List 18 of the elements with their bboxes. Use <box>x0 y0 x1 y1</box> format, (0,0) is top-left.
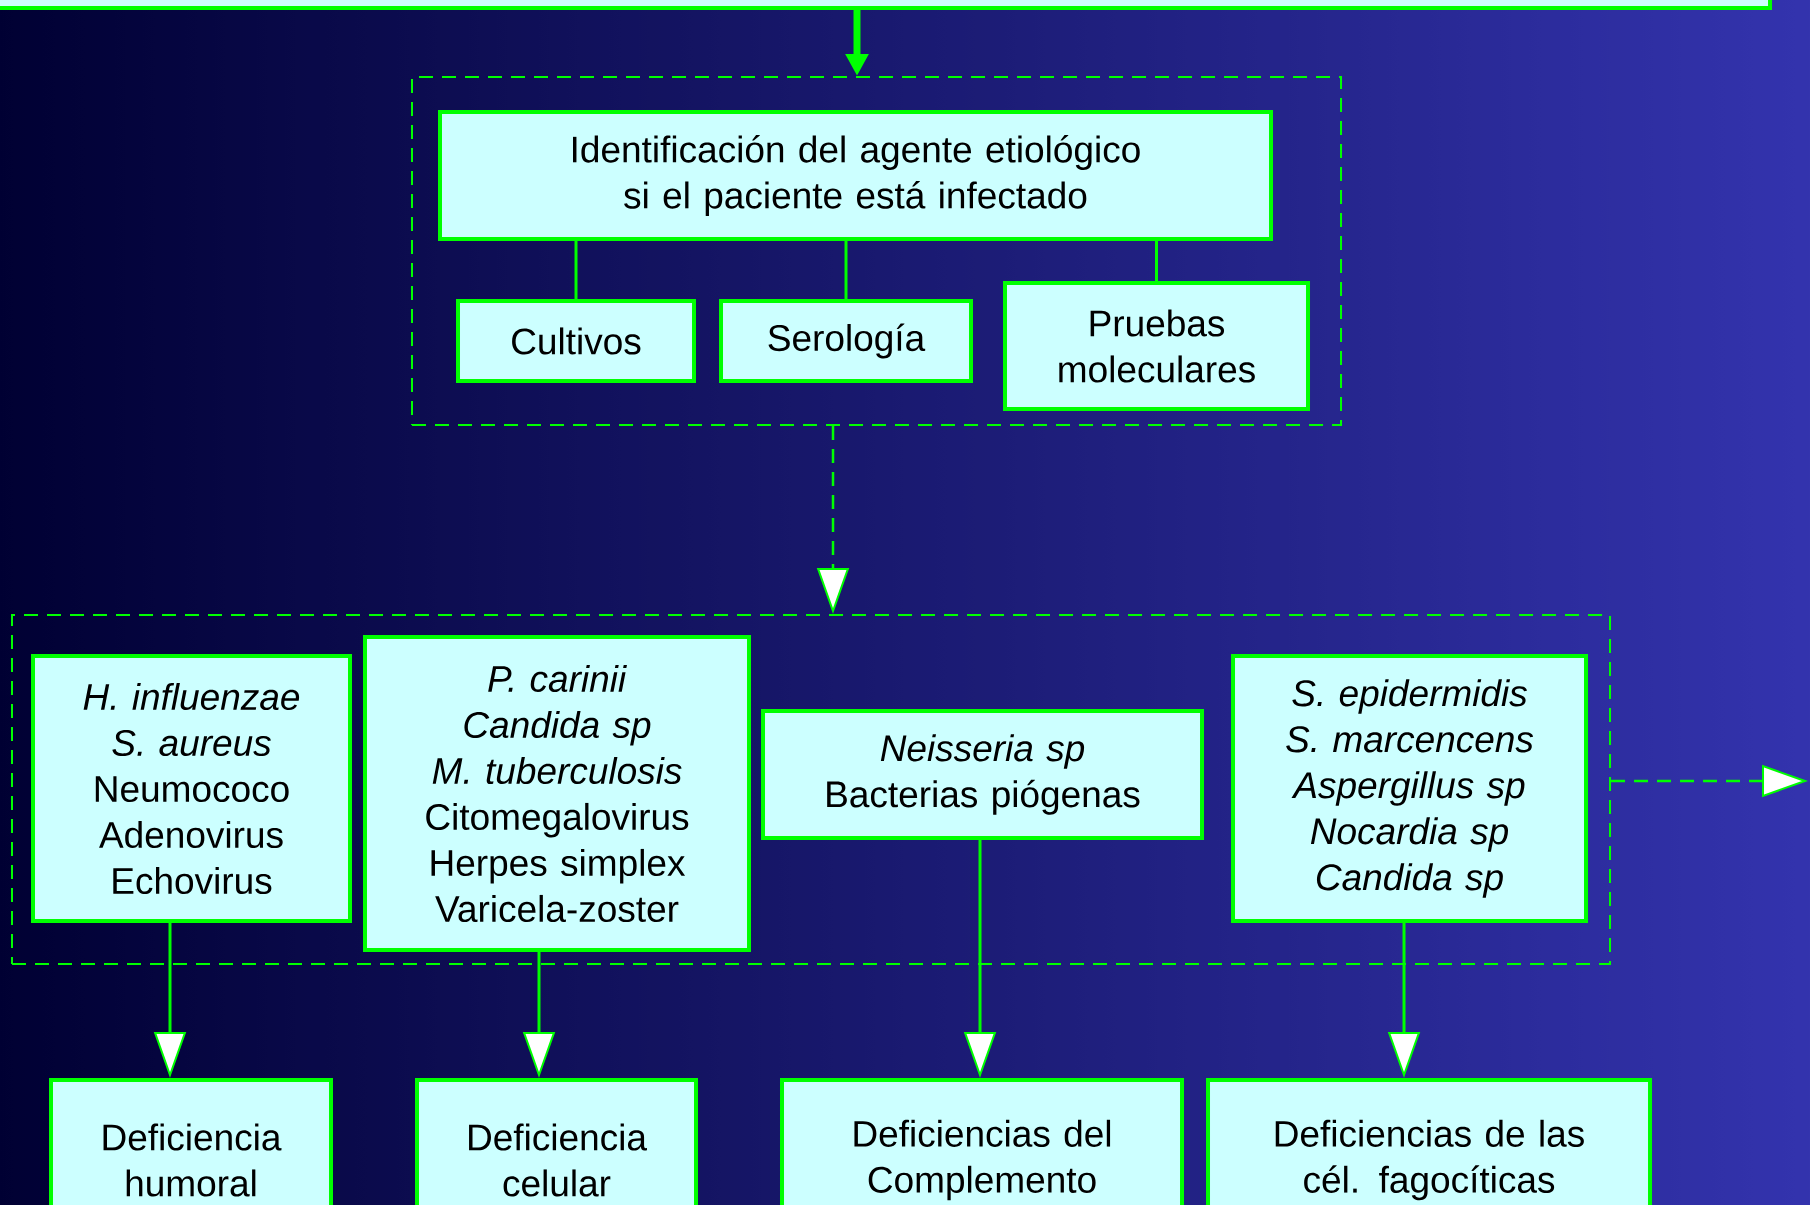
process-box: Deficiencias de las cél. fagocíticas <box>1206 1078 1652 1205</box>
connector-line <box>844 241 848 299</box>
process-box: Neisseria sp Bacterias piógenas <box>761 709 1204 840</box>
process-box: Deficiencia celular <box>415 1078 698 1205</box>
connector-line <box>1155 241 1158 281</box>
dashed-group-frame <box>411 76 1342 426</box>
process-box: P. carinii Candida sp M. tuberculosis Citomegalovirus Herpes simplex Varicela-zoster <box>363 635 751 952</box>
connector-line <box>574 241 578 299</box>
process-box: Pruebas moleculares <box>1003 281 1310 411</box>
dashed-group-frame <box>11 614 1612 965</box>
process-box: Deficiencia humoral <box>49 1078 333 1205</box>
process-box: Identificación del agente etiológico si el paciente está infectado <box>438 110 1273 241</box>
process-box: Cultivos <box>456 299 696 383</box>
process-box: H. influenzae S. aureus Neumococo Adenovirus Echovirus <box>31 654 352 923</box>
process-box: Deficiencias del Complemento <box>780 1078 1184 1205</box>
process-box <box>0 0 1773 10</box>
process-box: S. epidermidis S. marcencens Aspergillus sp Nocardia sp Candida sp <box>1231 654 1588 923</box>
process-box: Serología <box>719 299 973 383</box>
